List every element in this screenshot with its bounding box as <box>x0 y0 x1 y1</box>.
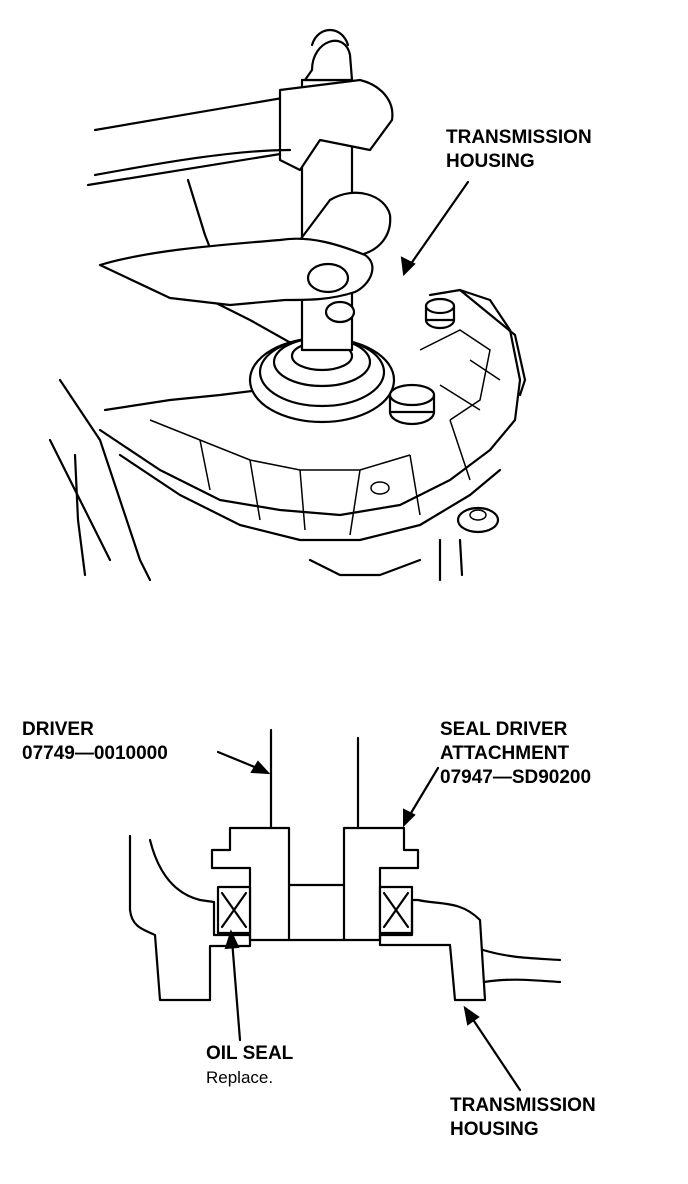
housing-leader <box>463 1005 522 1092</box>
oil-seal-leader <box>224 929 242 1042</box>
oil-seal-right <box>378 885 414 935</box>
transmission-housing-section <box>128 834 562 1002</box>
driver-label: DRIVER 07749—0010000 <box>22 718 168 766</box>
attachment-leader <box>403 766 440 828</box>
seal-driver-attachment-label: SEAL DRIVER ATTACHMENT 07947—SD90200 <box>440 718 591 790</box>
label-line: ATTACHMENT <box>440 743 570 764</box>
housing-bolts <box>370 297 456 495</box>
transmission-case <box>48 93 527 582</box>
oil-seal-left <box>216 885 252 935</box>
bottom-transmission-housing-label: TRANSMISSION HOUSING <box>450 1094 596 1142</box>
top-transmission-housing-label: TRANSMISSION HOUSING <box>446 126 592 174</box>
oil-seal-title: OIL SEAL <box>206 1043 294 1064</box>
hands <box>93 78 394 324</box>
label-line: HOUSING <box>446 151 535 172</box>
oil-seal-note: Replace. <box>206 1068 274 1087</box>
oil-seal-bore <box>248 336 396 424</box>
label-line: TRANSMISSION <box>450 1095 596 1116</box>
label-line: HOUSING <box>450 1119 539 1140</box>
label-line: TRANSMISSION <box>446 127 592 148</box>
driver-shaft <box>269 728 360 830</box>
oil-seal-label: OIL SEAL Replace. <box>206 1042 293 1090</box>
top-illustration <box>48 29 527 582</box>
driver-leader <box>216 750 271 775</box>
label-line: 07947—SD90200 <box>440 767 592 788</box>
top-housing-leader <box>400 180 470 277</box>
label-line: 07749—0010000 <box>22 743 168 764</box>
label-line: DRIVER <box>22 719 94 740</box>
label-line: SEAL DRIVER <box>440 719 568 740</box>
